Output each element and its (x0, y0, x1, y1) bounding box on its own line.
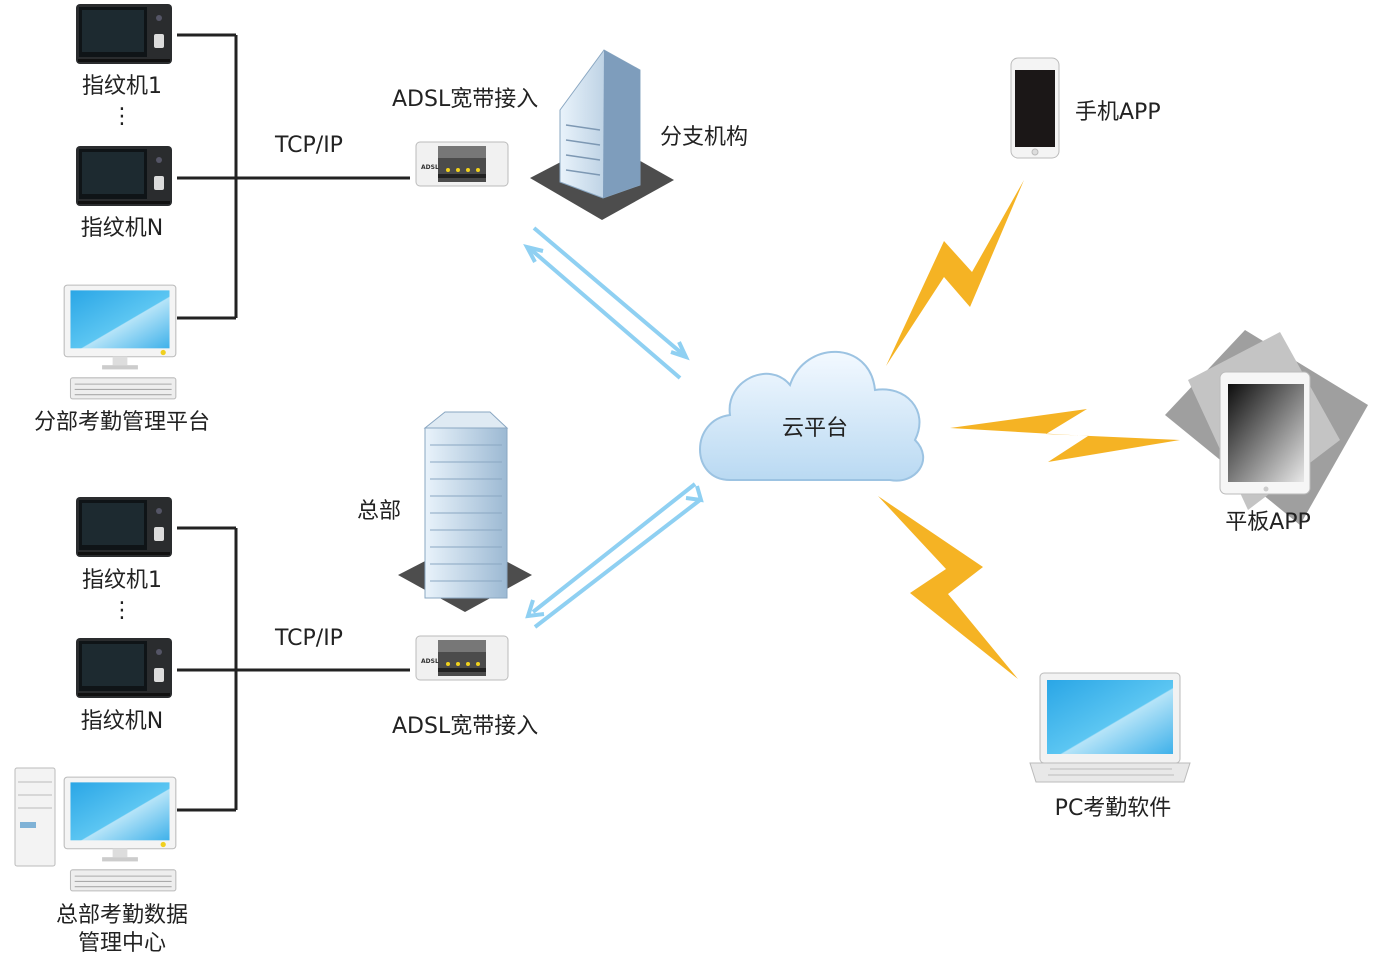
branch-device-n-label: 指纹机N (80, 216, 164, 241)
hq-office-label: 总部 (357, 499, 402, 524)
cloud-platform-icon (699, 350, 925, 482)
desktop-computer-icon (63, 284, 177, 400)
fingerprint-device-icon (76, 497, 172, 557)
branch-adsl-label: ADSL宽带接入 (392, 87, 539, 112)
lightning-bolt-icon (886, 180, 1024, 366)
branch-cloud-arrows (523, 226, 690, 380)
branch-platform-label: 分部考勤管理平台 (33, 410, 211, 435)
branch-protocol-label: TCP/IP (275, 133, 343, 158)
branch-office-label: 分支机构 (660, 125, 749, 150)
branch-connector (177, 33, 410, 320)
hq-center-label-line1: 总部考勤数据 (55, 903, 189, 928)
branch-device-1-label: 指纹机1 (82, 74, 162, 99)
tablet-icon (1165, 330, 1368, 525)
tablet-app-label: 平板APP (1225, 510, 1311, 535)
smartphone-icon (1010, 57, 1060, 159)
hq-ellipsis: ⋮ (111, 598, 133, 623)
lightning-bolt-icon (878, 496, 1018, 679)
fingerprint-device-icon (76, 4, 172, 64)
cloud-label: 云平台 (781, 416, 849, 441)
fingerprint-device-icon (76, 146, 172, 206)
hq-center-label-line2: 管理中心 (77, 931, 167, 956)
hq-device-1-label: 指纹机1 (82, 568, 162, 593)
branch-ellipsis: ⋮ (111, 104, 133, 129)
headquarters-building-icon (398, 411, 532, 612)
modem-brand-text: ADSL (421, 164, 439, 171)
branch-office-building-icon (530, 49, 674, 220)
desktop-computer-icon (63, 776, 177, 892)
phone-app-label: 手机APP (1075, 100, 1161, 125)
modem-brand-text: ADSL (421, 658, 439, 665)
hq-cloud-arrows (525, 482, 704, 629)
server-tower-icon (14, 767, 56, 867)
hq-device-n-label: 指纹机N (80, 709, 164, 734)
hq-adsl-label: ADSL宽带接入 (392, 714, 539, 739)
pc-software-label: PC考勤软件 (1054, 796, 1172, 821)
fingerprint-device-icon (76, 638, 172, 698)
hq-protocol-label: TCP/IP (275, 626, 343, 651)
hq-connector (177, 526, 410, 812)
lightning-bolt-icon (950, 409, 1180, 462)
laptop-icon (1029, 672, 1191, 783)
